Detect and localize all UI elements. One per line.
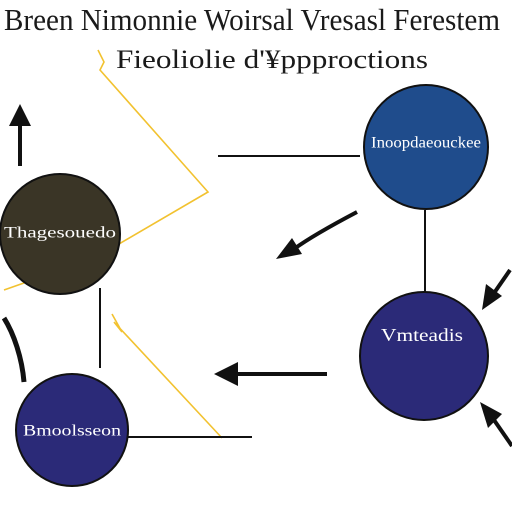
- node-top-right-circle: [363, 84, 489, 210]
- node-bottom-left-label: Bmoolsseon: [23, 423, 121, 440]
- diagram-subtitle: Fieoliolie d'¥ppproctions: [116, 45, 428, 74]
- node-mid-right-label: Vmteadis: [381, 325, 463, 345]
- arrow-left-middle: [214, 362, 327, 386]
- accent-line-lower: [111, 313, 223, 439]
- node-bottom-left: Bmoolsseon: [15, 373, 129, 487]
- node-top-right-label: Inoopdaeouckee: [371, 135, 481, 152]
- node-top-right: Inoopdaeouckee: [363, 84, 489, 210]
- node-mid-right-circle: [359, 291, 489, 421]
- arrow-diagonal-center: [276, 210, 358, 259]
- node-bottom-left-circle: [15, 373, 129, 487]
- diagram-title: Breen Nimonnie Woirsal Vresasl Ferestem: [4, 2, 500, 37]
- node-left: Thagesouedo: [0, 173, 121, 295]
- node-left-circle: [0, 173, 121, 295]
- arc-left: [1, 316, 27, 383]
- node-mid-right: Vmteadis: [359, 291, 489, 421]
- arrows: [1, 104, 512, 448]
- connector-lines: [99, 155, 426, 438]
- node-left-label: Thagesouedo: [4, 225, 116, 242]
- arrow-right-upper: [482, 268, 512, 310]
- arrow-up-left: [9, 104, 31, 166]
- arrow-right-lower: [480, 402, 512, 448]
